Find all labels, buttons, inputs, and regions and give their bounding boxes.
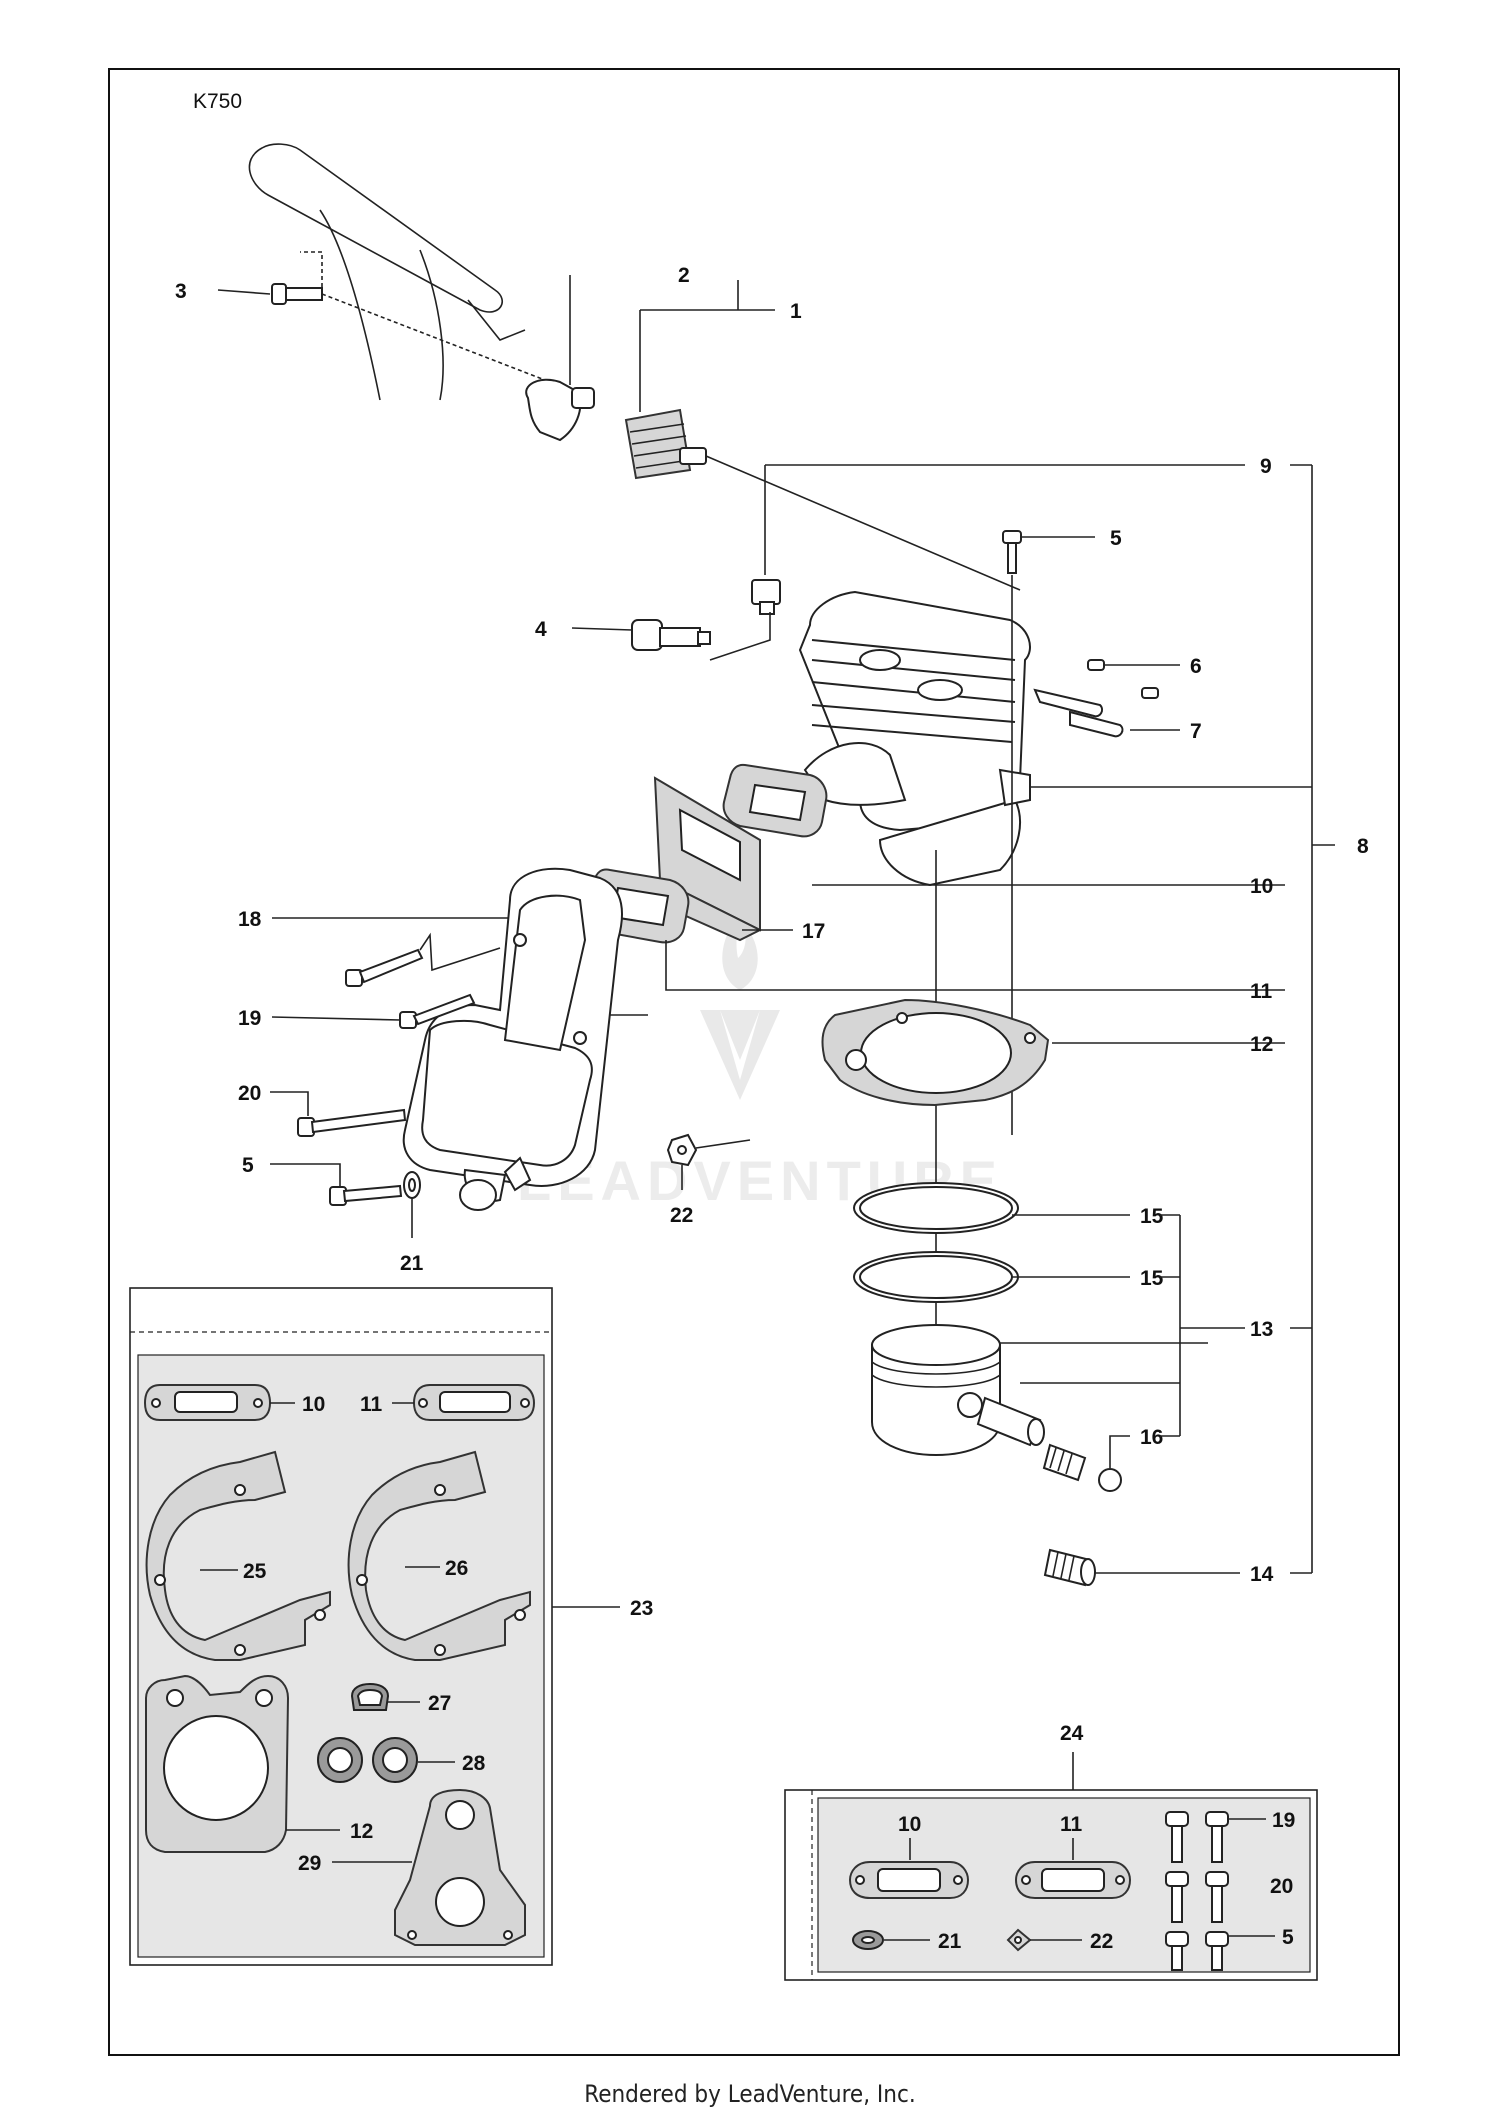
callout-5-top: 5 xyxy=(1110,527,1122,550)
diagram-frame xyxy=(108,68,1400,2056)
kit-gasket-11 xyxy=(412,1384,536,1421)
kit-gasket-26 xyxy=(347,1450,531,1661)
needle-bearing-pin xyxy=(1042,1443,1087,1482)
kit-gasket-29 xyxy=(394,1788,526,1946)
watermark-logo xyxy=(700,920,780,1100)
piston-pin xyxy=(976,1396,1045,1447)
callout-10: 10 xyxy=(1250,875,1273,898)
callout-1: 1 xyxy=(790,300,802,323)
callout-12: 12 xyxy=(1250,1033,1273,1056)
kit-gasket-12 xyxy=(145,1674,290,1853)
callout-17: 17 xyxy=(802,920,825,943)
bracket-6-7 xyxy=(1033,659,1159,738)
piston xyxy=(871,1324,1001,1457)
callout-3: 3 xyxy=(175,280,187,303)
piston-ring-15a xyxy=(853,1182,1019,1234)
callout-15-b: 15 xyxy=(1140,1267,1164,1290)
kit-callout-10: 10 xyxy=(302,1393,325,1416)
gasket-12 xyxy=(821,998,1050,1107)
piston-ring-15b xyxy=(853,1251,1019,1303)
callout-24: 24 xyxy=(1060,1722,1084,1745)
bag-callout-5: 5 xyxy=(1282,1926,1294,1949)
bag-bolts-5 xyxy=(1165,1931,1229,1971)
kit-callout-28: 28 xyxy=(462,1752,486,1775)
bracket-clip xyxy=(525,378,595,442)
gasket-10 xyxy=(722,763,828,838)
kit-callout-29: 29 xyxy=(298,1852,321,1875)
kit-callout-26: 26 xyxy=(445,1557,468,1580)
bag-callout-10: 10 xyxy=(898,1813,921,1836)
callout-5-muffler: 5 xyxy=(242,1154,254,1177)
callout-21: 21 xyxy=(400,1252,424,1275)
screw-5-muffler xyxy=(329,1184,403,1206)
callout-23: 23 xyxy=(630,1597,653,1620)
needle-bearing-14 xyxy=(1043,1548,1096,1587)
muffler xyxy=(402,867,648,1211)
kit-gasket-25 xyxy=(145,1450,331,1661)
callout-13: 13 xyxy=(1250,1318,1273,1341)
kit-callout-25: 25 xyxy=(243,1560,267,1583)
washer-21 xyxy=(403,1171,421,1199)
valve-4 xyxy=(631,619,711,651)
callout-14: 14 xyxy=(1250,1563,1274,1586)
kit-callout-11: 11 xyxy=(360,1393,383,1416)
kit-callout-12: 12 xyxy=(350,1820,373,1843)
callout-20: 20 xyxy=(238,1082,261,1105)
callout-7: 7 xyxy=(1190,720,1202,743)
kit-callout-27: 27 xyxy=(428,1692,451,1715)
callout-15-a: 15 xyxy=(1140,1205,1164,1228)
plug-9 xyxy=(751,579,781,615)
screw-5-top xyxy=(1002,530,1022,574)
callout-18: 18 xyxy=(238,908,262,931)
circlip-16 xyxy=(1098,1468,1122,1492)
spring-2 xyxy=(624,408,1021,591)
bag-gasket-10 xyxy=(848,1861,970,1899)
bag-washer-21 xyxy=(852,1930,884,1950)
callout-16: 16 xyxy=(1140,1426,1163,1449)
kit-gasket-27 xyxy=(350,1682,390,1711)
callout-4: 4 xyxy=(535,618,547,641)
callout-6: 6 xyxy=(1190,655,1202,678)
kit-gasket-10 xyxy=(143,1384,272,1421)
callout-19: 19 xyxy=(238,1007,261,1030)
bag-bolts-20 xyxy=(1165,1871,1229,1923)
model-label: K750 xyxy=(193,90,243,113)
screw-3 xyxy=(271,251,551,383)
callout-11: 11 xyxy=(1250,980,1273,1003)
cylinder xyxy=(798,590,1031,887)
screw-18 xyxy=(345,932,501,987)
bag-callout-20: 20 xyxy=(1270,1875,1293,1898)
kit-seal-28 xyxy=(317,1737,418,1783)
bag-gasket-11 xyxy=(1014,1861,1132,1899)
bag-callout-22: 22 xyxy=(1090,1930,1113,1953)
bag-bolts-19 xyxy=(1165,1811,1229,1863)
nut-22 xyxy=(666,1133,751,1167)
footer-credit: Rendered by LeadVenture, Inc. xyxy=(584,2080,916,2108)
bag-callout-19: 19 xyxy=(1272,1809,1295,1832)
handle-outline xyxy=(248,143,526,401)
screw-20 xyxy=(297,1108,407,1137)
callout-9: 9 xyxy=(1260,455,1272,478)
callout-22: 22 xyxy=(670,1204,693,1227)
bag-callout-11: 11 xyxy=(1060,1813,1083,1836)
callout-2: 2 xyxy=(678,264,690,287)
bag-callout-21: 21 xyxy=(938,1930,962,1953)
callout-8: 8 xyxy=(1357,835,1369,858)
